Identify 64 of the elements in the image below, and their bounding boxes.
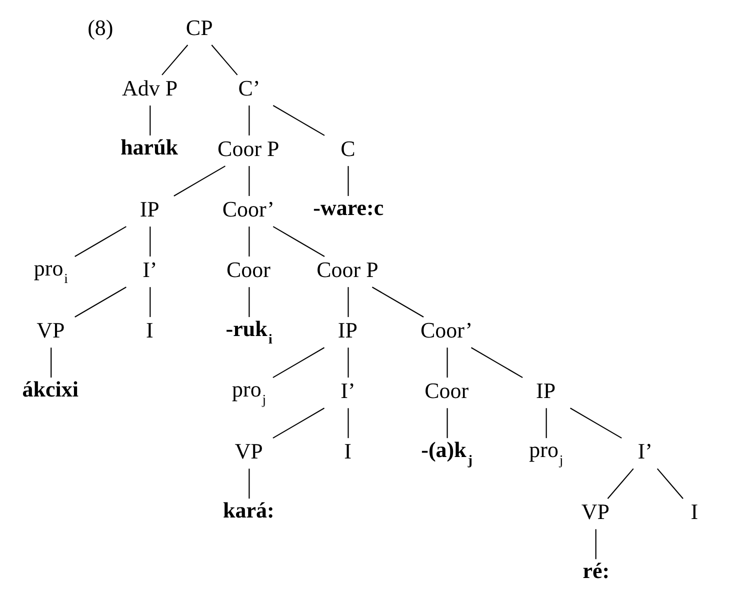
connector — [348, 408, 349, 438]
connector — [248, 287, 250, 318]
node-text: IP — [140, 196, 160, 222]
node-text: VP — [234, 438, 263, 464]
connector — [150, 226, 151, 256]
connector — [272, 105, 325, 136]
connector — [272, 226, 325, 257]
connector — [174, 166, 226, 196]
connector — [372, 286, 424, 318]
connector — [470, 347, 523, 378]
node-text: VP — [36, 317, 65, 342]
connector — [446, 348, 448, 378]
connector — [50, 348, 52, 378]
node-text: Coor’ — [222, 196, 275, 222]
node-text: Coor’ — [420, 317, 473, 342]
node-text: pro$_{j}$ — [232, 376, 266, 408]
node-text: -(a)k$_{j}$ — [421, 437, 473, 468]
node-text: -ruk$_{i}$ — [226, 316, 272, 347]
node-text: I — [690, 499, 698, 524]
connector — [74, 286, 126, 318]
connector — [272, 408, 325, 439]
connector — [446, 408, 448, 438]
connector — [656, 468, 684, 499]
connector — [211, 44, 238, 76]
node-text: Coor — [424, 378, 469, 404]
connector — [272, 347, 325, 378]
node-text: I — [344, 438, 352, 464]
node-text: IP — [536, 378, 556, 404]
connector — [150, 287, 151, 318]
connector — [162, 44, 188, 76]
node-text: VP — [581, 499, 610, 524]
node-text: harúk — [120, 134, 178, 160]
node-text: I’ — [340, 378, 356, 404]
node-text: Coor P — [316, 256, 378, 282]
node-text: kará: — [223, 498, 274, 523]
connector — [150, 106, 151, 136]
connector — [607, 468, 634, 499]
connector — [248, 226, 250, 256]
connector — [570, 408, 622, 439]
node-text: CP — [186, 14, 213, 40]
node-text: -ware:c — [313, 195, 384, 220]
node-text: Adv P — [122, 75, 178, 100]
connector — [595, 529, 596, 560]
node-text: ákcixi — [22, 376, 78, 402]
label: (8) — [88, 14, 114, 40]
node-text: I’ — [142, 256, 158, 282]
connector — [248, 166, 250, 196]
node-text: C’ — [238, 75, 260, 100]
node-text: Coor P — [218, 136, 280, 161]
connector — [348, 287, 349, 318]
node-text: IP — [338, 317, 358, 342]
connector — [348, 166, 349, 196]
node-text: Coor — [226, 256, 270, 282]
node-text: ré: — [582, 558, 610, 584]
connector — [248, 468, 250, 499]
connector — [348, 348, 349, 378]
connector — [248, 106, 250, 136]
connector — [74, 226, 126, 257]
node-text: I — [146, 317, 154, 342]
node-text: I’ — [638, 438, 652, 464]
connector — [546, 408, 547, 438]
node-text: C — [340, 136, 356, 161]
node-text: pro$_{i}$ — [34, 256, 68, 286]
node-text: pro$_{j}$ — [529, 437, 564, 468]
